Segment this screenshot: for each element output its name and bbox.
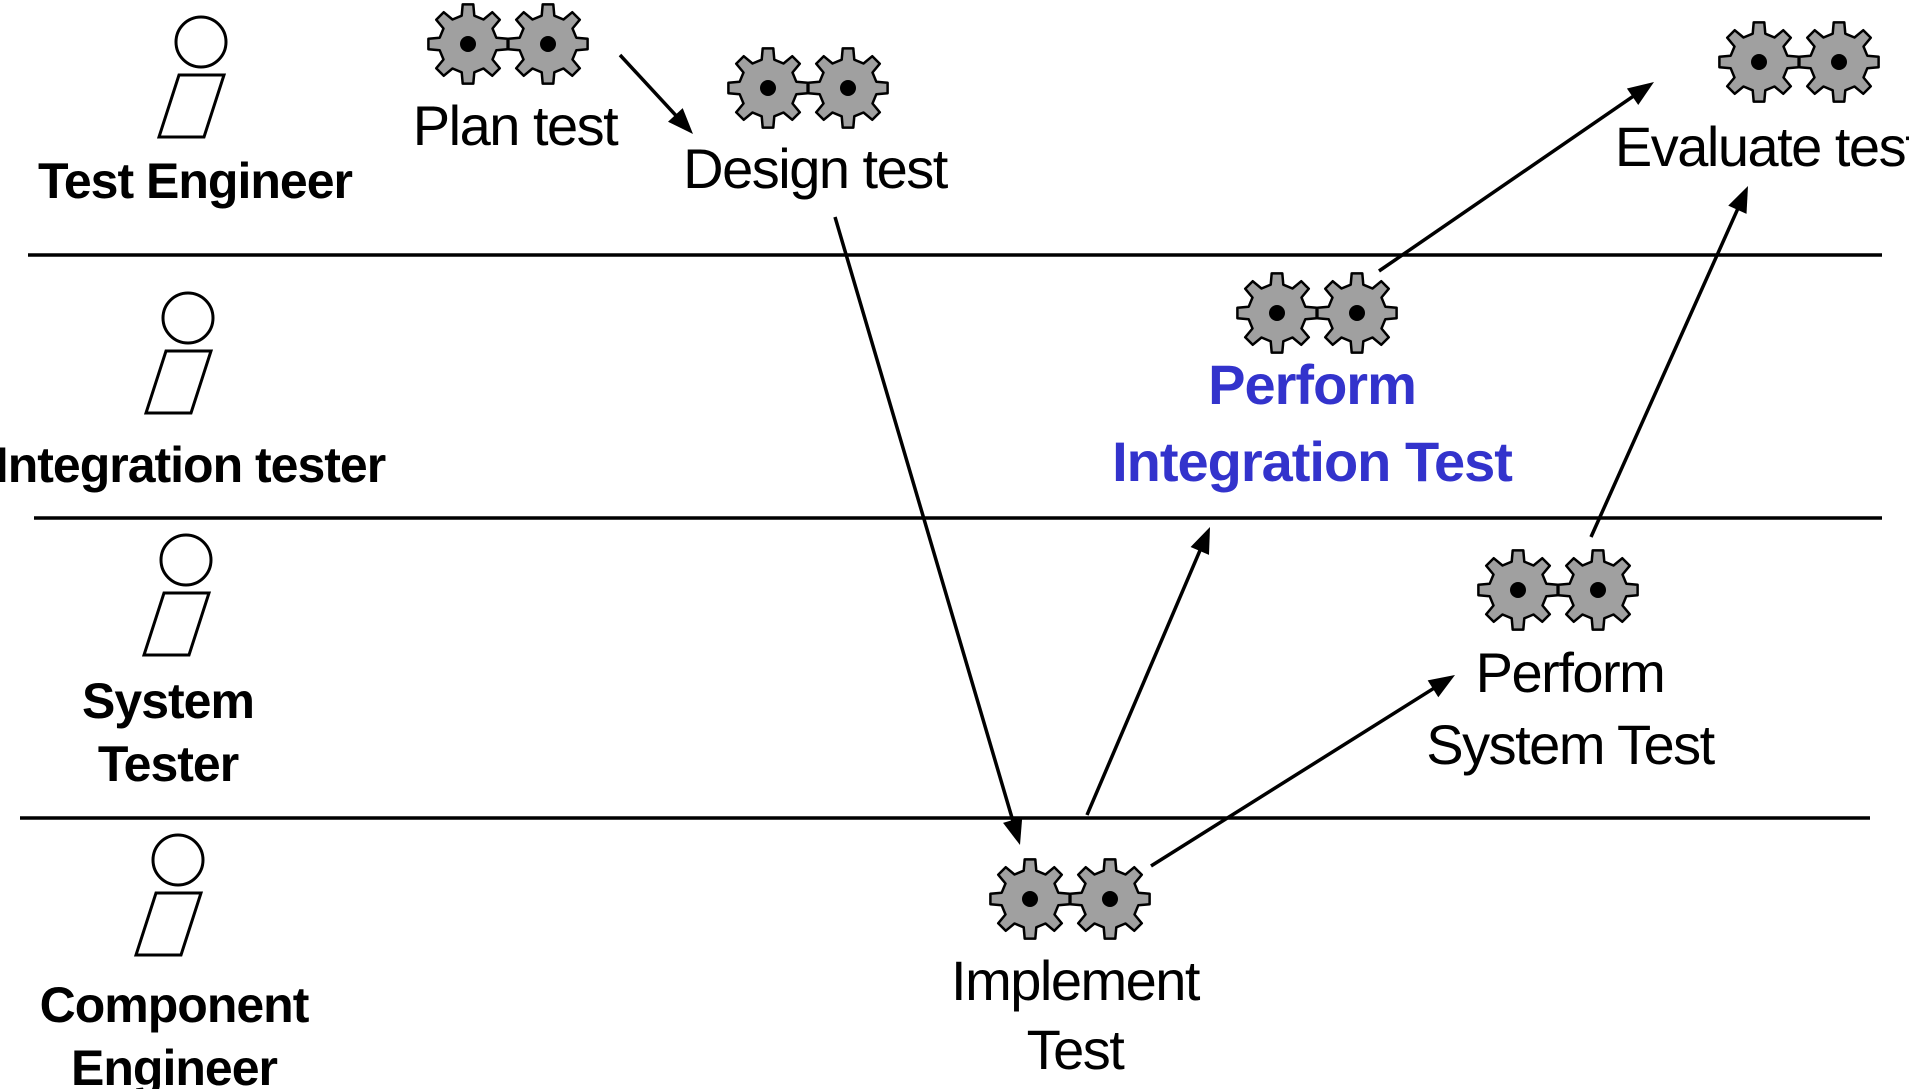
arrowhead (1190, 527, 1210, 555)
gear-icon (1798, 21, 1880, 103)
arrowhead (668, 108, 693, 134)
gear-icon (1236, 272, 1318, 354)
actor-label: Component (40, 977, 310, 1033)
flow-arrow-implement-test-to-perform-integration-test (1085, 527, 1210, 816)
gear-icon (1316, 272, 1398, 354)
gear-icon (1557, 549, 1639, 631)
actor-label: Engineer (71, 1040, 277, 1089)
flow-arrow-plan-test-to-design-test (618, 53, 693, 134)
activity-label: Implement (951, 949, 1201, 1012)
flow-arrows (618, 53, 1748, 868)
arrowhead (1626, 82, 1654, 105)
gear-icon (1718, 21, 1800, 103)
actor-label: System (82, 673, 254, 729)
activity-label: Test (1027, 1018, 1126, 1081)
gears-icon (427, 3, 589, 85)
gear-icon (807, 47, 889, 129)
actor-integration-tester: Integration tester (0, 291, 387, 493)
activity-plan-test: Plan test (413, 3, 621, 157)
gears-icon (1718, 21, 1880, 103)
actor-test-engineer: Test Engineer (38, 15, 354, 209)
actor-icon (133, 833, 205, 957)
gear-icon (427, 3, 509, 85)
gears-icon (1236, 272, 1398, 354)
activity-label: Evaluate test (1615, 115, 1909, 178)
flow-arrow-perform-system-test-to-evaluate-test (1589, 186, 1748, 538)
actor-label: Tester (98, 736, 239, 792)
actor-label: Test Engineer (38, 153, 352, 209)
activity-design-test: Design test (683, 47, 950, 200)
activity-evaluate-test: Evaluate test (1615, 21, 1909, 178)
gear-icon (1477, 549, 1559, 631)
gears-icon (727, 47, 889, 129)
flow-arrow-design-test-to-implement-test (833, 216, 1023, 845)
actor-icon (143, 291, 215, 415)
flow-arrow-implement-test-to-perform-system-test (1150, 675, 1455, 868)
arrowhead (1427, 675, 1455, 698)
activity-label: Plan test (413, 94, 619, 157)
actor-label: Integration tester (0, 437, 386, 493)
activity-label: Design test (683, 137, 949, 200)
gears-icon (989, 858, 1151, 940)
activity-label: System Test (1426, 713, 1715, 776)
arrowhead (1728, 186, 1748, 214)
activity-label: Integration Test (1112, 430, 1512, 493)
flow-arrow-perform-integration-test-to-evaluate-test (1378, 82, 1654, 273)
activity-label: Perform (1208, 353, 1416, 416)
gear-icon (507, 3, 589, 85)
actor-icon (141, 533, 213, 657)
swimlane-dividers (20, 253, 1882, 820)
gear-icon (989, 858, 1071, 940)
activity-label: Perform (1476, 641, 1665, 704)
arrowhead (1003, 817, 1023, 845)
actor-icon (156, 15, 228, 139)
gear-icon (1069, 858, 1151, 940)
gears-icon (1477, 549, 1639, 631)
gear-icon (727, 47, 809, 129)
